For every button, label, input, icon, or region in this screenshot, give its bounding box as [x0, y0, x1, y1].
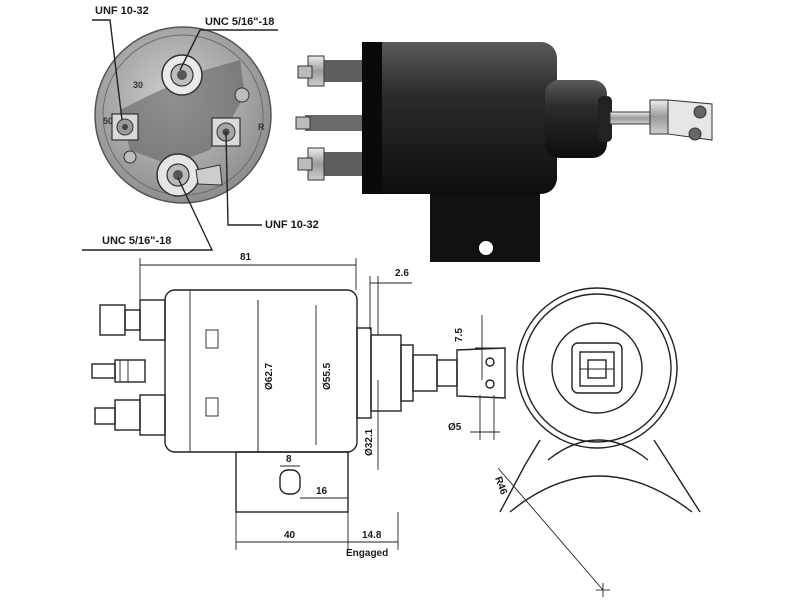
terminal-bottom-stud	[156, 153, 223, 197]
dim-plunger-diameter: Ø32.1	[364, 428, 375, 456]
terminal-top-stud	[161, 54, 203, 96]
end-face-photo: 30 50 R	[94, 26, 272, 204]
dim-pin: Ø5	[448, 422, 462, 433]
label-unc-top-right: UNC 5/16"-18	[205, 16, 274, 28]
face-number-right: R	[258, 122, 265, 132]
side-view-photo	[295, 42, 713, 262]
dim-inner-diameter: Ø55.5	[322, 362, 333, 390]
dim-overall-length: 81	[240, 252, 252, 263]
side-elevation-drawing	[91, 289, 506, 513]
face-number-top: 30	[133, 80, 143, 90]
dim-stroke: 14.8	[362, 530, 382, 541]
dim-slot: 8	[286, 454, 292, 465]
dim-base-length: 40	[284, 530, 296, 541]
dim-offset: 16	[316, 486, 328, 497]
dim-gap: 2.6	[395, 268, 409, 279]
terminal-left-stud	[111, 113, 139, 141]
dim-clevis-width: 7.5	[454, 328, 465, 342]
dim-stroke-note: Engaged	[346, 548, 388, 559]
label-unc-bottom-left: UNC 5/16"-18	[102, 235, 171, 247]
end-view-drawing	[497, 287, 701, 597]
label-unf-top-left: UNF 10-32	[95, 5, 149, 17]
label-unf-middle-right: UNF 10-32	[265, 219, 319, 231]
face-number-left: 50	[103, 116, 113, 126]
dimension-lines	[139, 258, 505, 550]
dim-body-diameter: Ø62.7	[264, 362, 275, 390]
photo-leader-lines	[82, 19, 278, 251]
